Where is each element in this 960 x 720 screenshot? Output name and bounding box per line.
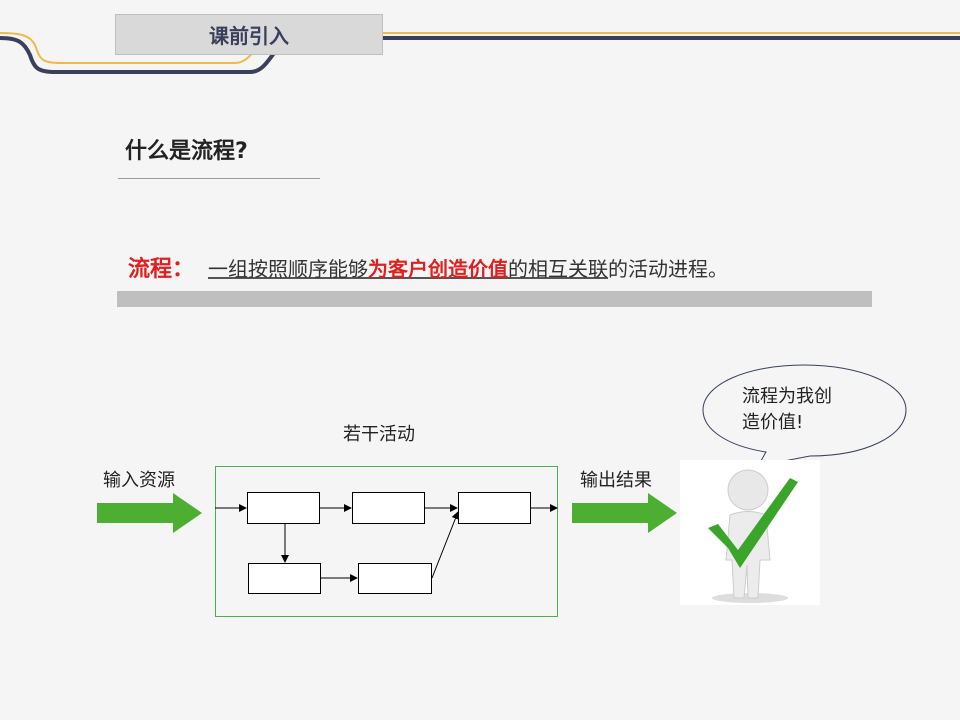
bubble-line-2: 造价值! [742,412,804,433]
bubble-line-1: 流程为我创 [742,386,832,407]
activities-frame [215,466,558,617]
input-arrow-icon [97,493,202,533]
speech-bubble [702,364,907,467]
output-label: 输出结果 [580,470,652,491]
output-arrow-icon [572,493,677,533]
page-heading: 什么是流程? [125,139,248,164]
activity-box [458,492,531,524]
activity-box [358,563,432,594]
bubble-text: 流程为我创造价值! [742,384,832,436]
definition-highlight: 为客户创造价值 [368,257,509,281]
section-title: 课前引入 [115,14,383,55]
definition-text-3: 的活动进程。 [608,257,729,281]
definition: 流程： 一组按照顺序能够为客户创造价值的相互关联的活动进程。 [128,251,728,283]
activity-box [248,563,321,594]
definition-text-1: 一组按照顺序能够 [208,257,369,281]
activity-box [352,492,425,524]
definition-label: 流程： [128,257,195,282]
definition-text-2: 的相互关联 [508,257,609,281]
activity-box [247,492,320,524]
gray-bar [117,291,872,307]
activities-label: 若干活动 [343,424,415,445]
input-label: 输入资源 [103,470,175,491]
heading-divider [118,178,320,179]
person-checkmark-icon [680,460,820,605]
